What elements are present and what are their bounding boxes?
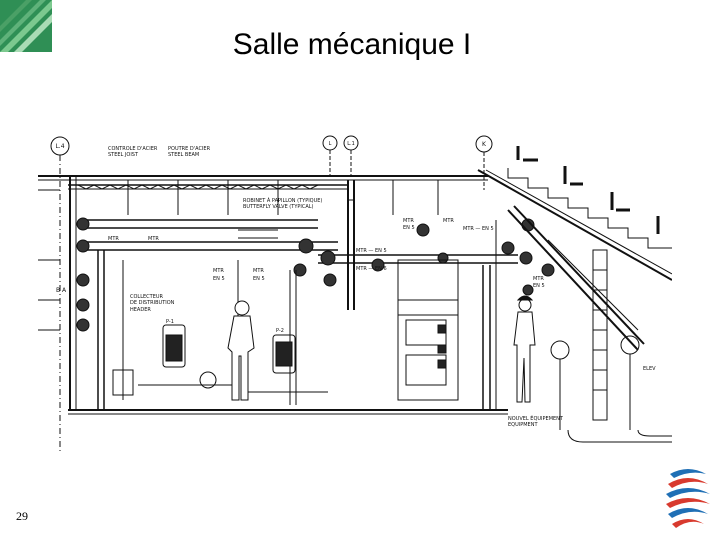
callout-beam-en: STEEL BEAM <box>168 152 199 158</box>
callout-valve-en: BUTTERFLY VALVE (TYPICAL) <box>243 204 314 210</box>
tag-5: MTR <box>403 218 414 224</box>
person-figure-1 <box>227 300 255 401</box>
callout-valve-fr: ROBINET À PAPILLON (TYPIQUE) <box>243 197 322 204</box>
tag-pump-2: P-2 <box>276 328 284 334</box>
grid-label-k: K <box>482 141 487 148</box>
callout-equipment-fr: NOUVEL ÉQUIPEMENT <box>508 414 564 422</box>
tag-elev: ELEV <box>643 366 656 372</box>
tag-12: MTR — EN 5 <box>356 248 387 254</box>
tag-6: MTR <box>443 218 454 224</box>
tag-4: MTR <box>253 268 264 274</box>
callout-beam-fr: POUTRE D'ACIER <box>168 146 211 152</box>
slide-title: Salle mécanique I <box>232 28 472 61</box>
tag-8: EN 5 <box>213 276 225 282</box>
callout-header-en: HEADER <box>130 307 151 313</box>
brand-logo <box>666 469 710 528</box>
tag-7: MTR <box>533 276 544 282</box>
corner-logo <box>0 0 52 52</box>
callout-joist-fr: CONTROLE D'ACIER <box>108 146 158 152</box>
grid-label-l: L <box>329 141 332 147</box>
callout-equipment-en: EQUIPMENT <box>508 422 538 428</box>
grid-label-l1: L.1 <box>347 141 355 147</box>
tag-2: MTR <box>148 236 159 242</box>
tag-3: MTR <box>213 268 224 274</box>
person-figure-2 <box>513 295 536 403</box>
page-number: 29 <box>16 509 28 523</box>
tag-1: MTR <box>108 236 119 242</box>
tag-11: EN 5 <box>533 283 545 289</box>
tag-13: MTR — EN 6 <box>356 266 387 272</box>
tag-pump-1: P-1 <box>166 319 174 325</box>
grid-label-l4: L.4 <box>55 143 64 150</box>
callout-header-fr2: DE DISTRIBUTION <box>130 300 175 306</box>
mechanical-room-drawing: L.4 L L.1 K CONTROLE D'ACIER STEEL JOIST… <box>38 135 672 452</box>
callout-header-fr: COLLECTEUR <box>130 294 164 300</box>
pump-1 <box>162 324 186 368</box>
callout-joist-en: STEEL JOIST <box>108 152 139 158</box>
tag-9: EN 5 <box>253 276 265 282</box>
pump-2 <box>272 334 296 374</box>
tag-10: EN 5 <box>403 225 415 231</box>
tag-14: MTR — EN 5 <box>463 226 494 232</box>
tag-ba: B A <box>56 287 67 294</box>
